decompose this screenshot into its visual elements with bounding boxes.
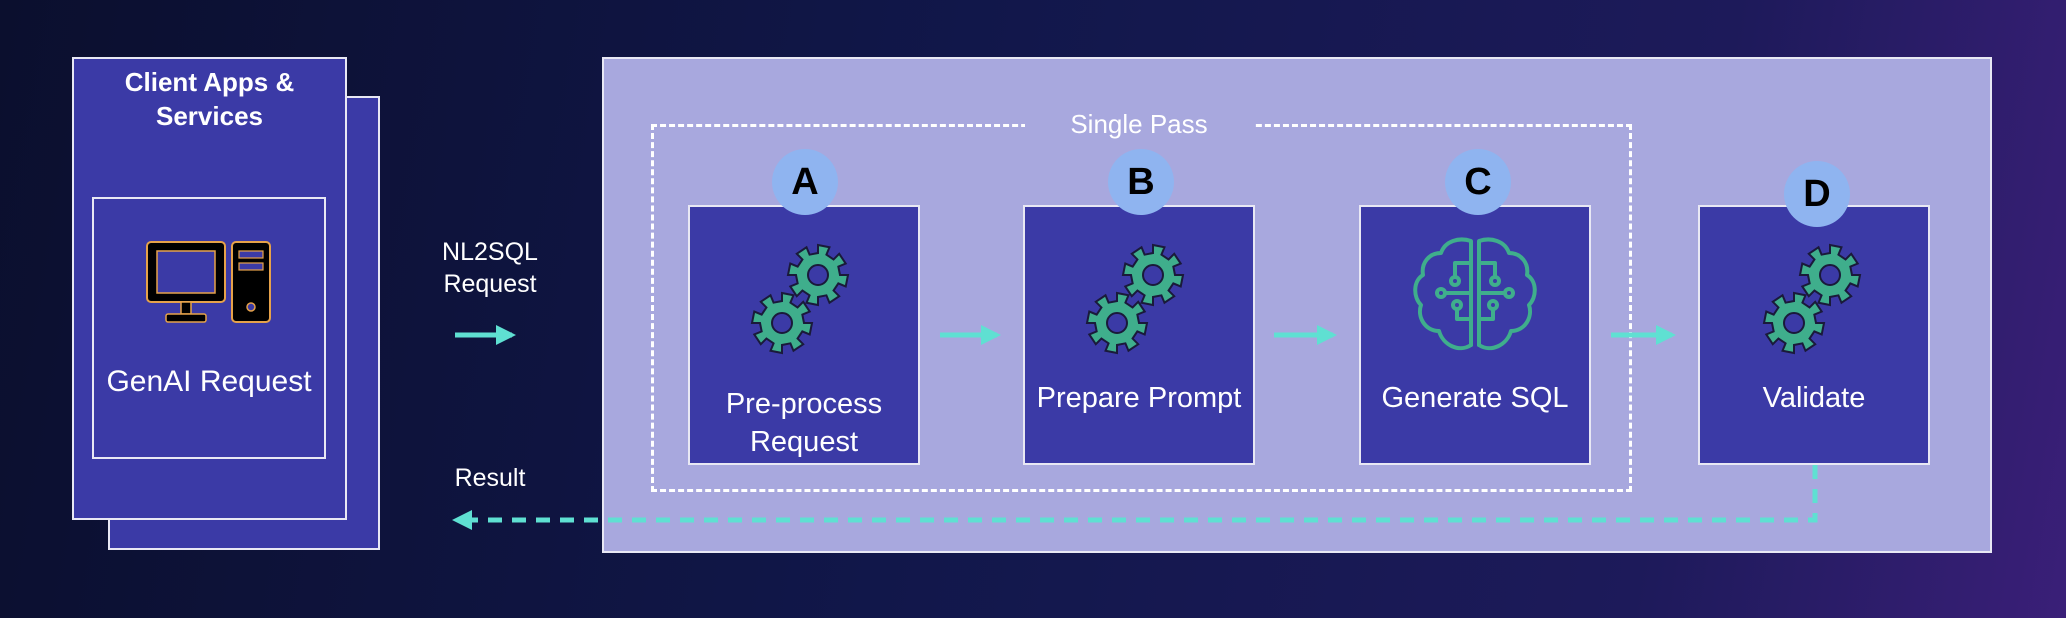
step-preprocess-request: Pre-process Request <box>688 205 920 465</box>
genai-request-label: GenAI Request <box>106 365 312 398</box>
gears-icon <box>1762 243 1862 355</box>
client-apps-box: Client Apps & Services GenAI Request <box>72 57 347 520</box>
step-generate-sql: Generate SQL <box>1359 205 1591 465</box>
step-label: Prepare Prompt <box>1036 382 1242 414</box>
step-badge-c: C <box>1445 149 1511 215</box>
genai-request-box: GenAI Request <box>92 197 326 459</box>
step-label: Generate SQL <box>1381 382 1569 414</box>
gears-icon <box>750 243 850 355</box>
step-label: Validate <box>1762 382 1866 414</box>
result-label: Result <box>454 464 526 492</box>
gears-icon <box>1085 243 1185 355</box>
result-arrow <box>452 465 1818 530</box>
step-prepare-prompt: Prepare Prompt <box>1023 205 1255 465</box>
nl2sql-request-label: NL2SQL Request <box>442 238 538 298</box>
single-pass-label: Single Pass <box>1025 104 1253 144</box>
client-title: Client Apps & Services <box>124 67 295 131</box>
ml-brain-icon <box>1413 237 1537 351</box>
step-badge-d: D <box>1784 161 1850 227</box>
step-badge-a: A <box>772 149 838 215</box>
step-badge-b: B <box>1108 149 1174 215</box>
desktop-computer-icon <box>146 241 271 323</box>
step-label: Pre-process Request <box>725 388 883 458</box>
